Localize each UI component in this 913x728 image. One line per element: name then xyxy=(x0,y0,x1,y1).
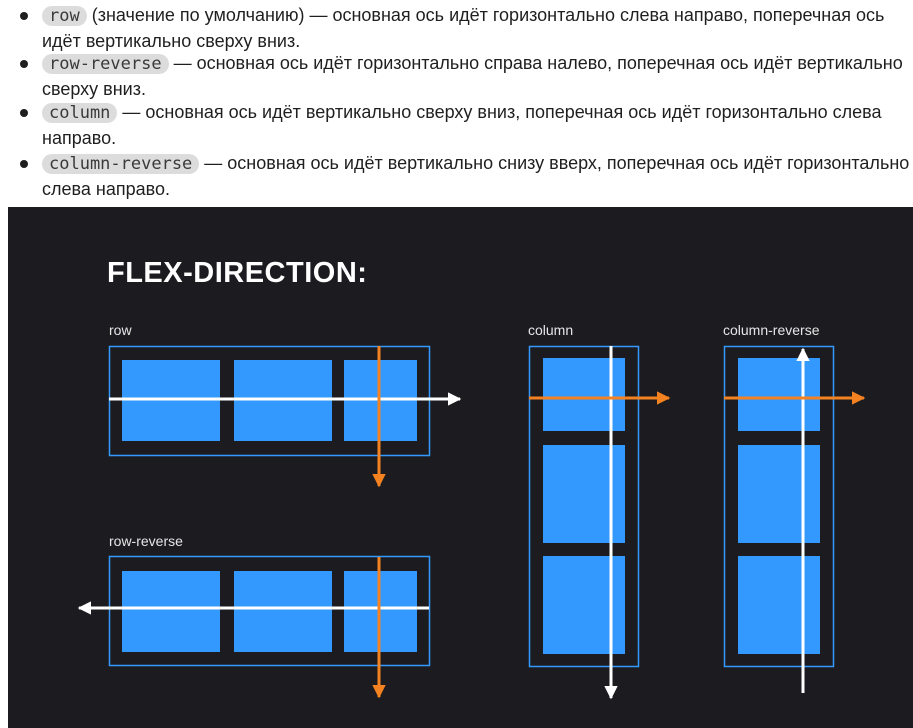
item-description: — основная ось идёт вертикально сверху в… xyxy=(42,102,882,148)
column-item-1 xyxy=(543,358,625,431)
diagram-graphic xyxy=(77,345,866,700)
column-reverse-item-2 xyxy=(738,445,820,543)
column-container xyxy=(528,345,640,668)
label-column-reverse: column-reverse xyxy=(723,322,820,338)
column-reverse-container xyxy=(723,345,835,668)
list-item: column-reverse — основная ось идёт верти… xyxy=(20,151,910,202)
row-container xyxy=(108,345,431,457)
column-example xyxy=(528,345,671,700)
flex-direction-diagram: FLEX-DIRECTION: row row-reverse column c… xyxy=(8,207,913,728)
list-item: column — основная ось идёт вертикально с… xyxy=(20,100,910,151)
bullet xyxy=(20,60,28,68)
label-column: column xyxy=(528,322,574,338)
row-reverse-item-2 xyxy=(234,571,332,652)
item-description: (значение по умолчанию) — основная ось и… xyxy=(42,5,885,51)
row-reverse-example xyxy=(77,555,431,699)
code-row-reverse: row-reverse xyxy=(42,54,169,74)
column-item-3 xyxy=(543,556,625,654)
item-description: — основная ось идёт вертикально снизу вв… xyxy=(42,153,910,199)
list-item: row-reverse — основная ось идёт горизонт… xyxy=(20,51,910,102)
diagram-title: FLEX-DIRECTION: xyxy=(107,257,368,289)
row-reverse-container xyxy=(108,555,431,667)
code-row: row xyxy=(42,6,87,26)
list-item: row (значение по умолчанию) — основная о… xyxy=(20,3,910,54)
label-row: row xyxy=(109,322,132,338)
column-reverse-item-3 xyxy=(738,556,820,654)
code-column-reverse: column-reverse xyxy=(42,154,200,174)
row-example xyxy=(108,345,462,488)
code-column: column xyxy=(42,103,118,123)
column-item-2 xyxy=(543,445,625,543)
bullet xyxy=(20,160,28,168)
row-reverse-item-1 xyxy=(122,571,220,652)
item-description: — основная ось идёт горизонтально справа… xyxy=(42,53,903,99)
column-reverse-item-1 xyxy=(738,358,820,431)
bullet xyxy=(20,109,28,117)
column-reverse-example xyxy=(723,345,866,693)
bullet xyxy=(20,12,28,20)
label-row-reverse: row-reverse xyxy=(109,533,183,549)
